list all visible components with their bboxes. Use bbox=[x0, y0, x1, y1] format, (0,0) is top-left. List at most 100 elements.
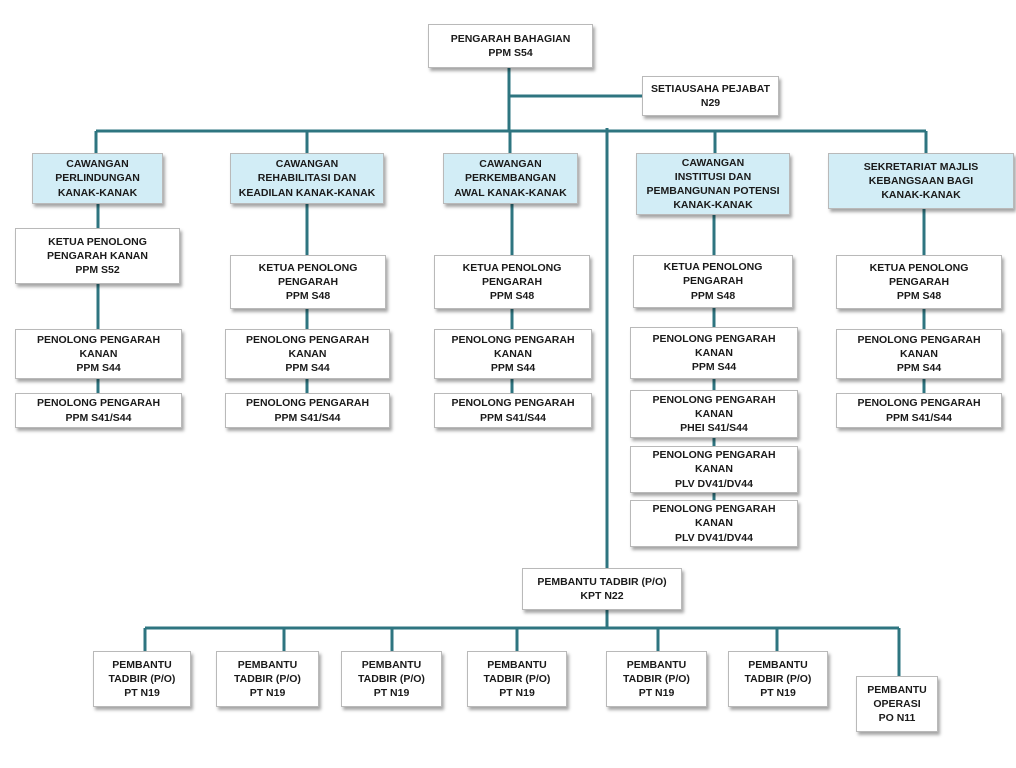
node-text-line: PPM S48 bbox=[489, 290, 535, 303]
node-text-line: CAWANGAN bbox=[66, 158, 129, 171]
node-text-line: TADBIR (P/O) bbox=[623, 672, 690, 685]
node-text-line: CAWANGAN bbox=[681, 156, 745, 169]
node-text-line: PT N19 bbox=[124, 687, 160, 700]
node-text-line: PT N19 bbox=[638, 687, 675, 700]
node-text-line: PENGARAH bbox=[481, 275, 543, 288]
node-text-line: KETUA PENOLONG bbox=[258, 261, 358, 274]
node-pembantu-tadbir-kpt: PEMBANTU TADBIR (P/O) KPT N22 bbox=[522, 568, 682, 610]
node-text-line: PENOLONG PENGARAH bbox=[245, 397, 370, 410]
node-text-line: TADBIR (P/O) bbox=[234, 672, 301, 685]
node-text-line: KPT N22 bbox=[580, 590, 624, 602]
node-text-line: PENOLONG PENGARAH bbox=[36, 397, 161, 410]
node-text-line: KETUA PENOLONG bbox=[869, 261, 969, 274]
node-text-line: SEKRETARIAT MAJLIS bbox=[863, 160, 979, 173]
node-text-line: PPM S54 bbox=[488, 47, 533, 59]
node-text-line: PEMBANTU TADBIR (P/O) bbox=[537, 575, 667, 588]
node-text-line: PENOLONG PENGARAH bbox=[652, 503, 776, 516]
node-text-line: KANAN bbox=[288, 347, 327, 360]
node-text-line: PPM S41/S44 bbox=[274, 411, 341, 424]
node-text-line: CAWANGAN bbox=[275, 158, 339, 171]
node-text-line: PENOLONG PENGARAH bbox=[451, 397, 575, 410]
node-text-line: KANAN bbox=[695, 517, 733, 530]
node-text-line: INSTITUSI DAN bbox=[674, 170, 752, 183]
node-text-line: PLV DV41/DV44 bbox=[674, 531, 753, 544]
node-text-line: REHABILITASI DAN bbox=[257, 172, 357, 185]
node-text-line: TADBIR (P/O) bbox=[358, 672, 425, 685]
node-text-line: KANAK-KANAK bbox=[57, 186, 138, 199]
node-text-line: KETUA PENOLONG bbox=[663, 261, 763, 274]
node-text-line: KEBANGSAAN BAGI bbox=[868, 174, 974, 187]
node-text-line: PO N11 bbox=[878, 712, 916, 725]
node-text-line: KETUA PENOLONG bbox=[462, 261, 562, 274]
node-text-line: PPM S48 bbox=[285, 290, 331, 303]
node-text-line: PPM S44 bbox=[691, 361, 737, 374]
node-text-line: PT N19 bbox=[373, 687, 410, 700]
node-text-line: PT N19 bbox=[249, 687, 286, 700]
node-text-line: OPERASI bbox=[873, 697, 921, 710]
node-text-line: KANAK-KANAK bbox=[881, 189, 961, 202]
node-pengarah-bahagian: PENGARAH BAHAGIAN PPM S54 bbox=[428, 24, 593, 68]
node-text-line: PENOLONG PENGARAH bbox=[36, 333, 161, 346]
node-text-line: PEMBANGUNAN POTENSI bbox=[646, 185, 780, 197]
node-text-line: PENOLONG PENGARAH bbox=[857, 397, 981, 410]
node-text-line: PPM S48 bbox=[896, 290, 942, 303]
node-text-line: PERLINDUNGAN bbox=[55, 172, 140, 185]
node-text-line: CAWANGAN bbox=[479, 158, 542, 171]
node-text-line: PPM S41/S44 bbox=[886, 411, 952, 424]
node-text-line: PENOLONG PENGARAH bbox=[857, 333, 981, 346]
node-text-line: TADBIR (P/O) bbox=[744, 672, 812, 685]
node-text-line: PLV DV41/DV44 bbox=[674, 477, 753, 490]
node-text-line: KANAN bbox=[900, 347, 938, 360]
node-text-line: PHEI S41/S44 bbox=[680, 422, 748, 435]
node-text-line: KANAK-KANAK bbox=[673, 199, 753, 212]
node-text-line: PENGARAH KANAN bbox=[47, 249, 148, 262]
node-text-line: PENGARAH BAHAGIAN bbox=[450, 32, 571, 45]
node-text-line: KANAN bbox=[695, 463, 733, 476]
node-text-line: PENOLONG PENGARAH bbox=[652, 332, 776, 345]
node-text-line: PEMBANTU bbox=[112, 658, 172, 671]
node-text-line: TADBIR (P/O) bbox=[483, 672, 551, 685]
node-text-line: PT N19 bbox=[499, 687, 535, 700]
node-text-line: PENOLONG PENGARAH bbox=[652, 393, 776, 406]
node-text-line: PPM S44 bbox=[285, 362, 330, 375]
node-text-line: KANAN bbox=[494, 347, 532, 360]
node-text-line: TADBIR (P/O) bbox=[108, 672, 176, 685]
node-text-line: PPM S41/S44 bbox=[65, 411, 132, 424]
node-text-line: PEMBANTU bbox=[361, 658, 422, 671]
node-text-line: PENGARAH bbox=[888, 275, 950, 288]
node-text-line: PPM S44 bbox=[76, 362, 121, 375]
node-text-line: PEMBANTU bbox=[867, 683, 927, 696]
node-text-line: PPM S44 bbox=[490, 362, 536, 375]
node-text-line: KANAN bbox=[79, 347, 118, 360]
node-text-line: PEMBANTU bbox=[237, 658, 298, 671]
node-text-line: PT N19 bbox=[760, 687, 796, 700]
node-text-line: KETUA PENOLONG bbox=[48, 235, 147, 248]
node-text-line: PENGARAH bbox=[277, 275, 339, 288]
node-text-line: PPM S44 bbox=[896, 362, 942, 375]
